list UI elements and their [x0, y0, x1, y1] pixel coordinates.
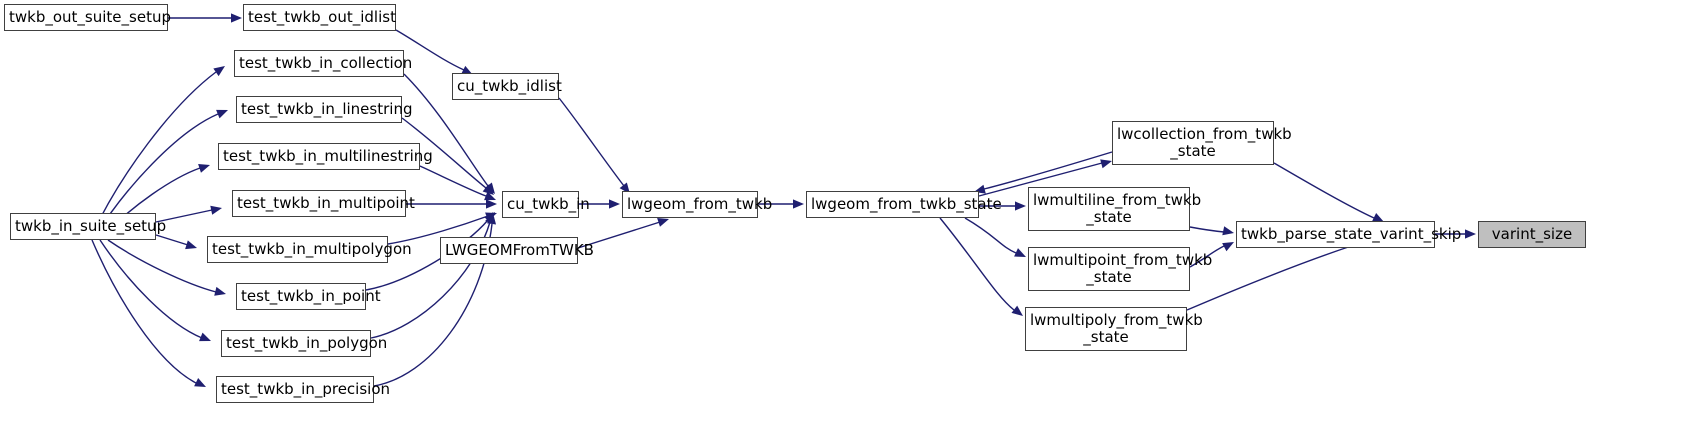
graph-node-label: test_twkb_in_multipoint: [237, 194, 415, 212]
call-edge: [558, 97, 625, 187]
graph-node-lwmultipoly_from_twkb_state[interactable]: lwmultipoly_from_twkb _state: [1025, 307, 1203, 351]
call-edge: [91, 71, 217, 236]
graph-node-label: test_twkb_in_collection: [239, 54, 413, 72]
graph-node-LWGEOMFromTWKB[interactable]: LWGEOMFromTWKB: [440, 237, 594, 264]
graph-node-test_twkb_out_idlist[interactable]: test_twkb_out_idlist: [243, 4, 396, 31]
graph-node-cu_twkb_in[interactable]: cu_twkb_in: [502, 191, 590, 218]
graph-node-lwmultiline_from_twkb_state[interactable]: lwmultiline_from_twkb _state: [1028, 187, 1202, 231]
graph-node-label: lwmultiline_from_twkb _state: [1033, 191, 1202, 226]
graph-node-twkb_in_suite_setup[interactable]: twkb_in_suite_setup: [10, 213, 167, 240]
graph-node-label: lwmultipoly_from_twkb _state: [1030, 311, 1203, 346]
graph-node-label: test_twkb_in_linestring: [241, 100, 413, 118]
graph-node-lwcollection_from_twkb_state[interactable]: lwcollection_from_twkb _state: [1112, 121, 1292, 165]
graph-node-label: twkb_out_suite_setup: [9, 8, 171, 26]
arrowhead-icon: [185, 240, 197, 250]
graph-node-lwgeom_from_twkb[interactable]: lwgeom_from_twkb: [622, 191, 773, 218]
graph-node-test_twkb_in_point[interactable]: test_twkb_in_point: [236, 283, 381, 310]
call-edge: [983, 151, 1113, 190]
arrowhead-icon: [198, 164, 210, 173]
arrowhead-icon: [609, 199, 620, 209]
graph-node-label: cu_twkb_in: [507, 195, 590, 213]
arrowhead-icon: [484, 212, 495, 224]
graph-node-test_twkb_in_precision[interactable]: test_twkb_in_precision: [216, 376, 391, 403]
arrowhead-icon: [486, 213, 497, 225]
graph-node-label: lwgeom_from_twkb_state: [811, 195, 1002, 213]
call-edge: [939, 217, 1015, 311]
graph-node-label: cu_twkb_idlist: [457, 77, 562, 95]
arrowhead-icon: [194, 378, 206, 387]
arrowhead-icon: [1015, 201, 1026, 211]
graph-node-test_twkb_in_multipolygon[interactable]: test_twkb_in_multipolygon: [207, 236, 412, 263]
arrowhead-icon: [213, 66, 225, 77]
call-edge: [99, 239, 203, 339]
graph-node-test_twkb_in_multipoint[interactable]: test_twkb_in_multipoint: [232, 190, 415, 217]
graph-node-test_twkb_in_collection[interactable]: test_twkb_in_collection: [234, 50, 413, 77]
call-edge: [91, 239, 197, 384]
arrowhead-icon: [199, 332, 211, 342]
graph-node-label: lwcollection_from_twkb _state: [1117, 125, 1292, 160]
graph-node-label: twkb_parse_state_varint_skip: [1241, 225, 1462, 243]
arrowhead-icon: [231, 13, 242, 23]
graph-node-lwmultipoint_from_twkb_state[interactable]: lwmultipoint_from_twkb _state: [1028, 247, 1213, 291]
arrowhead-icon: [482, 184, 494, 195]
call-edge: [1273, 162, 1375, 219]
graph-node-lwgeom_from_twkb_state[interactable]: lwgeom_from_twkb_state: [806, 191, 1002, 218]
graph-node-label: test_twkb_out_idlist: [248, 8, 396, 26]
arrowhead-icon: [1014, 248, 1026, 257]
graph-node-label: twkb_in_suite_setup: [15, 217, 167, 235]
graph-node-label: varint_size: [1491, 225, 1573, 243]
graph-node-label: lwgeom_from_twkb: [627, 195, 773, 213]
arrowhead-icon: [484, 182, 495, 194]
graph-node-label: test_twkb_in_multilinestring: [223, 147, 433, 165]
arrowhead-icon: [484, 191, 496, 201]
graph-node-varint_size[interactable]: varint_size: [1478, 221, 1586, 248]
graph-node-twkb_out_suite_setup[interactable]: twkb_out_suite_setup: [4, 4, 171, 31]
graph-node-test_twkb_in_linestring[interactable]: test_twkb_in_linestring: [236, 96, 413, 123]
arrowhead-icon: [1222, 226, 1234, 236]
arrowhead-icon: [486, 199, 497, 209]
graph-node-label: LWGEOMFromTWKB: [445, 241, 594, 259]
graph-node-label: test_twkb_in_multipolygon: [212, 240, 412, 258]
call-edge: [1189, 226, 1225, 233]
call-edge: [1186, 239, 1371, 311]
arrowhead-icon: [210, 205, 222, 215]
arrowhead-icon: [1222, 242, 1234, 252]
arrowhead-icon: [214, 286, 226, 296]
call-edge: [155, 234, 189, 246]
arrowhead-icon: [485, 212, 497, 222]
graph-node-label: test_twkb_in_polygon: [226, 334, 388, 352]
graph-node-test_twkb_in_multilinestring[interactable]: test_twkb_in_multilinestring: [218, 143, 433, 170]
arrowhead-icon: [216, 109, 228, 119]
graph-node-label: test_twkb_in_point: [241, 287, 381, 305]
arrowhead-icon: [1465, 229, 1476, 239]
call-edge: [419, 165, 487, 197]
call-edge: [107, 239, 217, 293]
graph-node-twkb_parse_state_varint_skip[interactable]: twkb_parse_state_varint_skip: [1236, 221, 1462, 248]
graph-node-label: test_twkb_in_precision: [221, 380, 391, 398]
call-edge: [964, 217, 1017, 254]
graph-node-cu_twkb_idlist[interactable]: cu_twkb_idlist: [452, 73, 562, 100]
graph-node-label: lwmultipoint_from_twkb _state: [1033, 251, 1213, 286]
graph-node-test_twkb_in_polygon[interactable]: test_twkb_in_polygon: [221, 330, 388, 357]
arrowhead-icon: [485, 212, 494, 224]
arrowhead-icon: [1011, 305, 1023, 316]
arrowhead-icon: [793, 199, 804, 209]
